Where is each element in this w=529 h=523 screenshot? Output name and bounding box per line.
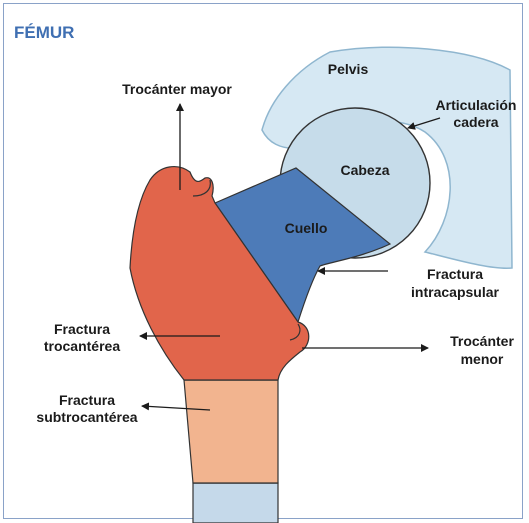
diagram-title: FÉMUR [14, 23, 74, 42]
label-neck: Cuello [285, 220, 328, 236]
label-trochanteric-line2: trocantérea [44, 338, 120, 354]
label-hip-joint-line2: cadera [453, 114, 498, 130]
label-subtrochanteric-line1: Fractura [59, 392, 115, 408]
label-hip-joint-line1: Articulación [436, 97, 517, 113]
label-lesser-trochanter-line2: menor [461, 351, 504, 367]
label-greater-trochanter: Trocánter mayor [122, 81, 232, 97]
label-lesser-trochanter-line1: Trocánter [450, 333, 514, 349]
label-subtrochanteric-line2: subtrocantérea [36, 409, 137, 425]
label-trochanteric-line1: Fractura [54, 321, 110, 337]
label-pelvis: Pelvis [328, 61, 369, 77]
femur-shaft-shape [193, 483, 278, 523]
label-intracapsular-line1: Fractura [427, 266, 483, 282]
subtrochanteric-region-shape [184, 380, 278, 483]
label-head: Cabeza [340, 162, 389, 178]
label-intracapsular-line2: intracapsular [411, 284, 499, 300]
